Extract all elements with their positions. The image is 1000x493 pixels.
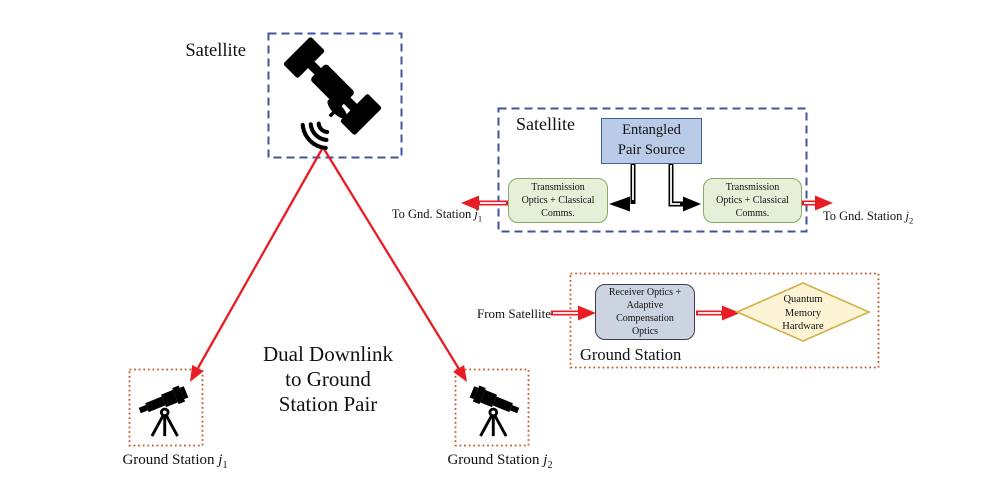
- gs2-label-sub: 2: [547, 460, 553, 471]
- transmission-optics-right-box: Transmission Optics + Classical Comms.: [703, 178, 802, 223]
- transmission-optics-left-box: Transmission Optics + Classical Comms.: [508, 178, 608, 223]
- to-gs1-label-sub: 1: [477, 213, 483, 224]
- gs1-dotted-box: [128, 368, 204, 447]
- to-gs2-label-sub: 2: [908, 215, 914, 226]
- gs1-label-var: j: [218, 452, 223, 468]
- ground-station-detail-title: Ground Station: [580, 345, 682, 364]
- from-satellite-arrow: [551, 305, 596, 321]
- satellite-dashed-box: [267, 32, 403, 159]
- satellite-detail-title: Satellite: [516, 114, 575, 134]
- telescope-icon-gs1: [135, 382, 191, 438]
- arrowhead-gs2: [453, 365, 467, 382]
- quantum-memory-label: Quantum Memory Hardware: [782, 294, 824, 333]
- ground-station-dotted-box: [569, 272, 880, 369]
- gs2-dotted-box: [454, 368, 530, 447]
- receiver-to-memory-arrow: [696, 305, 740, 321]
- gs2-label: Ground Station j2: [430, 452, 570, 471]
- telescope-icon-gs2: [467, 382, 523, 438]
- gs2-label-text: Ground Station: [447, 452, 544, 468]
- satellite-icon: [283, 36, 382, 148]
- to-gs1-label-var: j: [474, 207, 478, 221]
- satellite-detail-dashed-box: [497, 107, 808, 233]
- quantum-memory-diamond: [735, 282, 871, 342]
- gs1-label-text: Ground Station: [122, 452, 219, 468]
- to-gs2-label-var: j: [905, 209, 909, 223]
- gs1-label-sub: 1: [222, 460, 228, 471]
- receiver-optics-box: Receiver Optics + Adaptive Compensation …: [595, 284, 695, 340]
- pair-source-channel-left: [609, 164, 636, 212]
- entangled-pair-source-box: Entangled Pair Source: [601, 118, 702, 164]
- from-satellite-label: From Satellite: [476, 306, 552, 321]
- tx-output-arrow-gs2: [802, 195, 833, 211]
- gs2-label-var: j: [543, 452, 548, 468]
- arrowhead-gs1: [190, 364, 204, 382]
- satellite-label: Satellite: [185, 41, 246, 61]
- to-gs1-label-text: To Gnd. Station: [391, 207, 475, 221]
- gs1-label: Ground Station j1: [105, 452, 245, 471]
- black-arrowhead-left: [609, 196, 630, 212]
- downlink-beam-gs1: [190, 148, 324, 382]
- to-gs1-label: To Gnd. Station j1: [383, 207, 491, 224]
- dual-downlink-caption: Dual Downlink to Ground Station Pair: [262, 342, 394, 417]
- to-gs2-label: To Gnd. Station j2: [823, 209, 933, 226]
- black-arrowhead-right: [683, 196, 701, 212]
- to-gs2-label-text: To Gnd. Station: [823, 209, 906, 223]
- downlink-beam-gs2: [323, 148, 467, 382]
- pair-source-channel-right: [668, 164, 701, 212]
- tx-output-arrow-gs1: [461, 195, 508, 211]
